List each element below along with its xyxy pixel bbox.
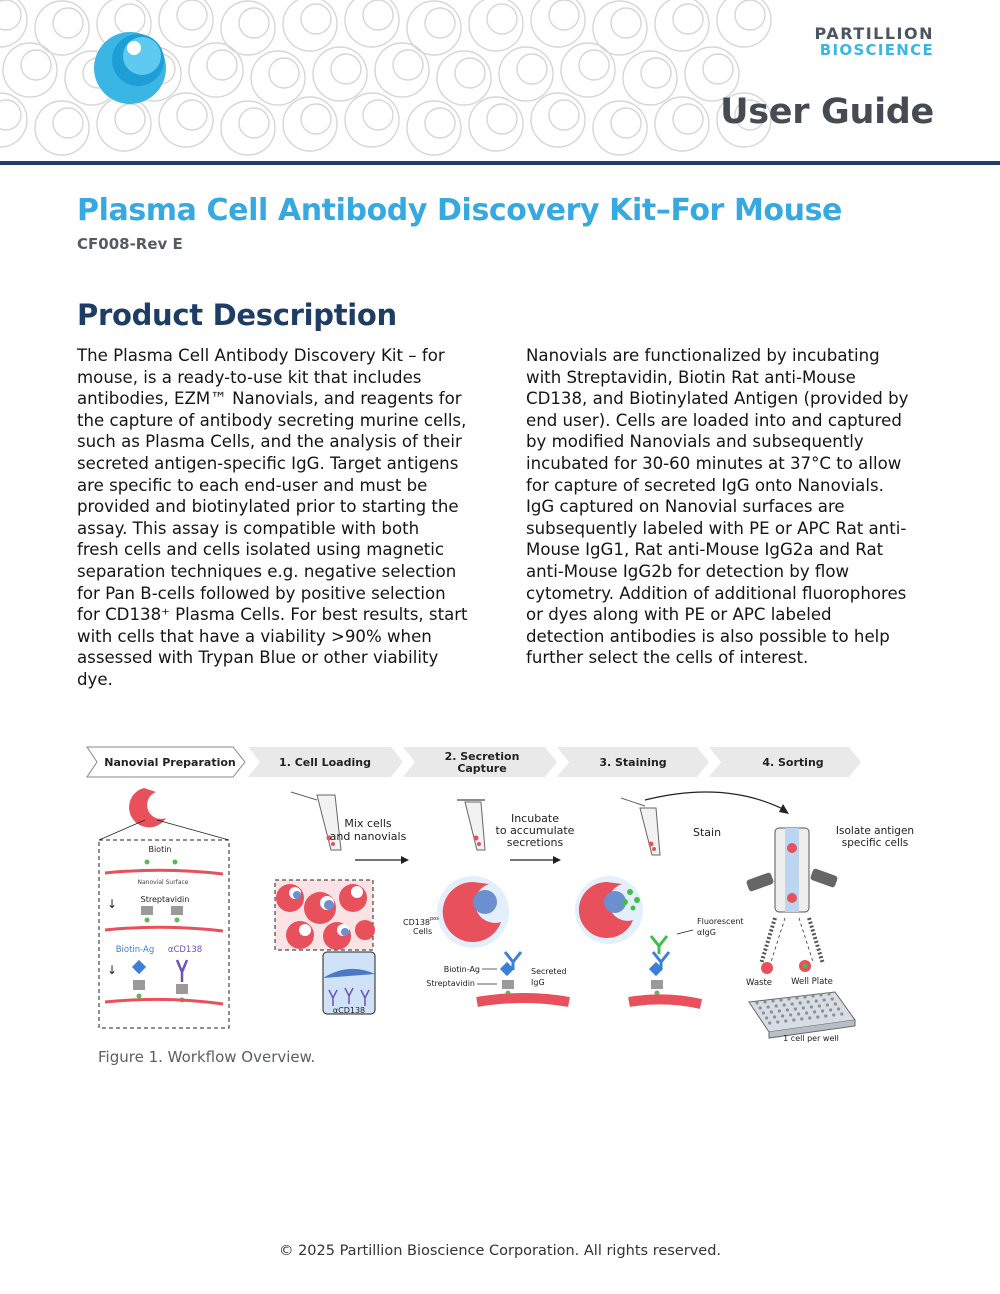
- label-fluor-1: Fluorescent: [697, 917, 744, 926]
- document-code: CF008-Rev E: [77, 235, 183, 253]
- description-line: are specific to each end-user and must b…: [77, 475, 428, 495]
- label-incubate-2: to accumulate: [496, 824, 575, 837]
- label-nanovial-surface: Nanovial Surface: [138, 879, 189, 886]
- description-line: end user). Cells are loaded into and cap…: [526, 410, 902, 430]
- step-label-capture: Capture: [457, 762, 506, 775]
- description-line: for capture of secreted IgG onto Nanovia…: [526, 475, 884, 495]
- label-incubate-3: secretions: [507, 836, 564, 849]
- header-cell-pattern: [0, 0, 772, 156]
- description-right-column: Nanovials are functionalized by incubati…: [526, 345, 936, 669]
- description-line: for CD138⁺ Plasma Cells. For best result…: [77, 605, 468, 625]
- icon-arrow-down-1: ↓: [107, 897, 117, 911]
- description-line: separation techniques e.g. negative sele…: [77, 561, 457, 581]
- label-fluor-2: αIgG: [697, 928, 716, 937]
- label-biotin: Biotin: [148, 845, 171, 854]
- label-streptavidin-2: Streptavidin: [426, 979, 475, 988]
- description-line: such as Plasma Cells, and the analysis o…: [77, 432, 462, 452]
- footer-copyright: © 2025 Partillion Bioscience Corporation…: [278, 1243, 722, 1259]
- label-incubate-1: Incubate: [511, 812, 559, 825]
- cell-loading-panel: Mix cells and nanovials αCD138: [274, 791, 409, 1015]
- description-line: further select the cells of interest.: [526, 648, 809, 668]
- secretion-capture-panel: Incubate to accumulate secretions CD138 …: [403, 799, 575, 1007]
- label-stain: Stain: [693, 826, 721, 839]
- label-cd138-cells-1: CD138: [403, 918, 430, 927]
- description-line: anti-Mouse IgG2b for detection by flow: [526, 561, 850, 581]
- description-line: mouse, is a ready-to-use kit that includ…: [77, 367, 422, 387]
- step-chevrons: Nanovial Preparation 1. Cell Loading 2. …: [86, 746, 861, 778]
- section-heading: Product Description: [77, 298, 397, 332]
- description-line: secreted antigen-specific IgG. Target an…: [77, 453, 459, 473]
- description-line: with Streptavidin, Biotin Rat anti-Mouse: [526, 367, 856, 387]
- step-label-sorting: 4. Sorting: [762, 756, 823, 769]
- description-line: assay. This assay is compatible with bot…: [77, 518, 420, 538]
- description-line: cytometry. Addition of additional fluoro…: [526, 583, 907, 603]
- label-isolate-1: Isolate antigen: [836, 825, 914, 837]
- brand-wordmark: PARTILLION BIOSCIENCE: [815, 25, 934, 59]
- label-per-well: 1 cell per well: [783, 1034, 839, 1043]
- staining-panel: Stain Fluorescent αIgG: [575, 791, 789, 1009]
- label-waste: Waste: [746, 978, 772, 988]
- description-line: assessed with Trypan Blue or other viabi…: [77, 648, 439, 668]
- workflow-diagram: Nanovial Preparation 1. Cell Loading 2. …: [86, 746, 914, 1043]
- description-line: subsequently labeled with PE or APC Rat …: [526, 518, 907, 538]
- step-label-staining: 3. Staining: [599, 756, 666, 769]
- brand-line-1: PARTILLION: [814, 24, 934, 43]
- description-line: dye.: [77, 669, 113, 689]
- description-line: CD138, and Biotinylated Antigen (provide…: [526, 389, 909, 409]
- description-line: The Plasma Cell Antibody Discovery Kit –…: [77, 346, 445, 365]
- step-label-loading: 1. Cell Loading: [279, 756, 371, 769]
- header-divider: [0, 161, 1000, 165]
- label-cd138-cells-2: Cells: [413, 927, 432, 936]
- label-isolate-2: specific cells: [842, 837, 909, 849]
- step-label-prep: Nanovial Preparation: [104, 756, 236, 769]
- nanovial-prep-panel: Biotin Nanovial Surface ↓ Streptavidin B…: [98, 788, 230, 1029]
- label-mix-1: Mix cells: [344, 817, 391, 830]
- label-acd138: αCD138: [168, 945, 202, 955]
- icon-arrow-down-2: ↓: [107, 963, 117, 977]
- description-line: by modified Nanovials and subsequently: [526, 432, 864, 452]
- step-label-secretion: 2. Secretion: [445, 750, 520, 763]
- description-line: detection antibodies is also possible to…: [526, 626, 890, 646]
- sorting-panel: Isolate antigen specific cells Waste Wel…: [746, 825, 914, 1043]
- figure-caption: Figure 1. Workflow Overview.: [98, 1048, 316, 1066]
- label-well-plate: Well Plate: [791, 977, 833, 987]
- description-line: fresh cells and cells isolated using mag…: [77, 540, 445, 560]
- description-line: incubated for 30-60 minutes at 37°C to a…: [526, 453, 902, 473]
- label-mix-2: and nanovials: [330, 830, 407, 843]
- label-secreted-1: Secreted: [531, 967, 567, 976]
- description-line: for Pan B-cells followed by positive sel…: [77, 583, 446, 603]
- brand-line-2: BIOSCIENCE: [819, 41, 934, 59]
- description-left-column: The Plasma Cell Antibody Discovery Kit –…: [77, 345, 487, 691]
- label-acd138-inset: αCD138: [333, 1006, 365, 1015]
- description-line: with cells that have a viability >90% wh…: [77, 626, 432, 646]
- label-cd138-sup: pos: [430, 916, 439, 922]
- label-streptavidin: Streptavidin: [141, 895, 190, 904]
- description-line: provided and biotinylated prior to start…: [77, 497, 459, 517]
- description-line: antibodies, EZM™ Nanovials, and reagents…: [77, 389, 462, 409]
- label-secreted-2: IgG: [531, 978, 545, 987]
- page-header: PARTILLION BIOSCIENCE User Guide: [0, 0, 1000, 165]
- description-line: IgG captured on Nanovial surfaces are: [526, 497, 845, 517]
- description-line: Nanovials are functionalized by incubati…: [526, 346, 880, 365]
- logo-icon: [94, 32, 166, 104]
- description-line: the capture of antibody secreting murine…: [77, 410, 467, 430]
- label-biotin-ag: Biotin-Ag: [116, 945, 155, 955]
- description-line: or dyes along with PE or APC labeled: [526, 605, 832, 625]
- document-title: Plasma Cell Antibody Discovery Kit–For M…: [77, 193, 843, 228]
- doc-type-label: User Guide: [720, 92, 934, 132]
- description-line: Mouse IgG1, Rat anti-Mouse IgG2a and Rat: [526, 540, 884, 560]
- label-biotin-ag-2: Biotin-Ag: [444, 965, 480, 974]
- workflow-figure: Nanovial Preparation 1. Cell Loading 2. …: [85, 740, 935, 1045]
